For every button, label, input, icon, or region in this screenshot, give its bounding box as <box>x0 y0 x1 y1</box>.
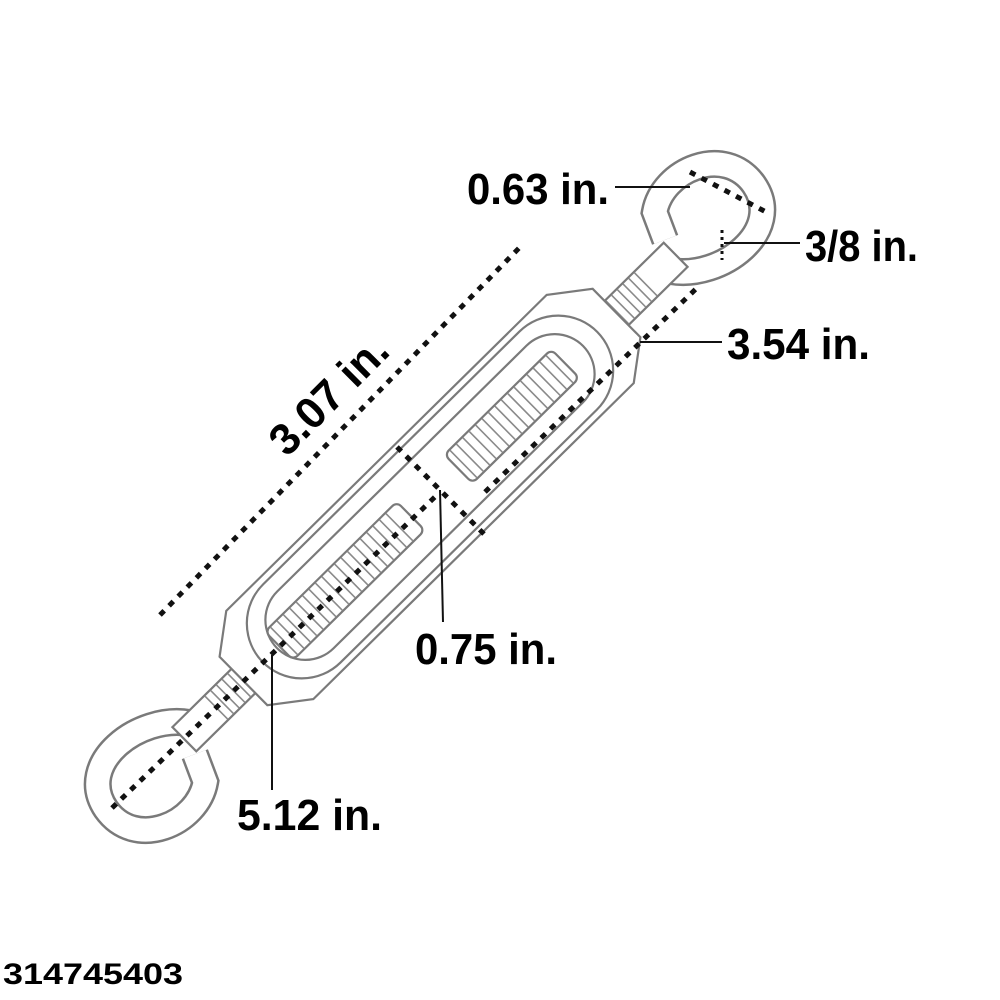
thread-ridge <box>282 614 311 643</box>
lower-eye <box>83 708 220 844</box>
thread-ridge <box>379 519 407 548</box>
thread-ridge <box>633 272 658 297</box>
thread-ridge <box>455 443 484 472</box>
thread-label: 0.75 in. <box>415 625 557 674</box>
overall-axis-line-lower <box>110 492 440 810</box>
body-length-dimension-line <box>158 243 524 617</box>
overall-axis-line-upper <box>483 283 702 494</box>
thread-ridge <box>622 283 647 308</box>
thread-ridge <box>616 289 641 314</box>
thread-ridge <box>513 386 542 415</box>
eye-inner-label: 0.63 in. <box>467 165 609 214</box>
thread-ridge <box>507 393 536 422</box>
thread-ridge <box>327 569 356 599</box>
thread-ridge <box>289 607 318 637</box>
thread-ridge <box>462 437 491 466</box>
body-length-label: 3.07 in. <box>259 326 398 465</box>
thread-ridge <box>366 532 395 561</box>
thread-ridge <box>449 449 478 479</box>
thread-ridge <box>372 525 401 554</box>
thread-ridge <box>611 294 635 319</box>
product-id: 314745403 <box>3 958 183 991</box>
upper-rod <box>445 350 578 482</box>
thread-ridge <box>475 424 504 453</box>
eye-dimension-line <box>688 169 770 216</box>
thread-ridge <box>488 411 516 441</box>
thread-ridge <box>545 355 574 384</box>
thread-ridge <box>532 367 561 396</box>
thread-ridge <box>481 418 510 447</box>
thread-ridge <box>385 513 414 542</box>
thread-ridge <box>500 399 529 428</box>
overall-length-label: 5.12 in. <box>237 791 382 840</box>
thread-ridge <box>302 595 330 624</box>
thread-ridge <box>468 430 497 460</box>
turnbuckle <box>83 150 777 844</box>
thread-ridge <box>494 405 523 434</box>
thread-ridge <box>227 673 251 698</box>
thread-ridge <box>221 678 246 703</box>
thread-dimension-line <box>395 445 489 539</box>
thread-ridge <box>539 361 568 390</box>
thread-ridge <box>520 380 548 409</box>
thread-ridge <box>321 576 350 605</box>
wire-label: 3/8 in. <box>805 222 918 271</box>
thread-ridge <box>210 690 234 714</box>
thread-ridge <box>526 374 555 403</box>
thread-ridge <box>628 277 652 302</box>
upper-eye <box>640 150 777 286</box>
body-width-label: 3.54 in. <box>727 320 870 369</box>
thread-ridge <box>308 588 337 618</box>
thread-ridge <box>347 551 375 580</box>
thread-leader <box>439 489 444 623</box>
